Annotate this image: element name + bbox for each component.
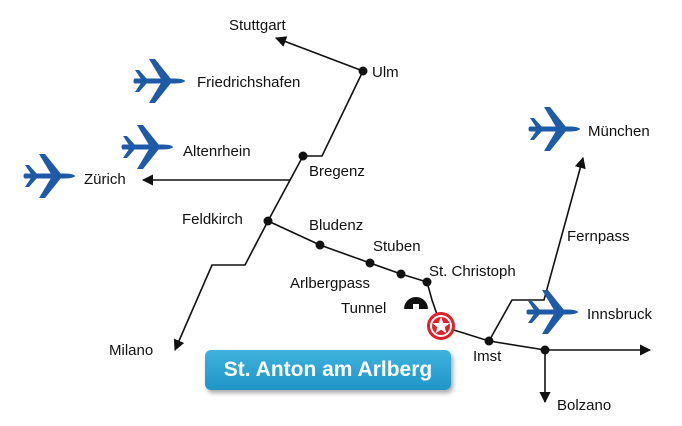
label-fernpass: Fernpass — [567, 228, 630, 245]
star-icon — [427, 312, 455, 340]
label-muenchen: München — [588, 123, 650, 140]
node-ulm — [358, 66, 368, 76]
label-friedrichshafen: Friedrichshafen — [197, 74, 300, 91]
label-zurich: Zürich — [84, 171, 126, 188]
label-tunnel: Tunnel — [341, 300, 386, 317]
node-feldkirch — [263, 216, 273, 226]
label-st-christoph: St. Christoph — [429, 263, 516, 280]
label-bregenz: Bregenz — [309, 163, 365, 180]
road-imst-east — [488, 340, 652, 356]
label-innsbruck: Innsbruck — [587, 306, 653, 323]
road-feldkirch-milano — [173, 220, 269, 352]
node-bregenz — [298, 151, 308, 161]
label-milano: Milano — [109, 342, 153, 359]
node-bludenz — [315, 240, 325, 250]
node-arlbergpass — [396, 269, 406, 279]
road-feldkirch-ulm — [267, 70, 364, 222]
node-junction-east — [540, 345, 550, 355]
node-st-christoph — [422, 277, 432, 287]
airplane-icon — [526, 290, 578, 334]
airplane-icon — [528, 107, 580, 151]
label-bludenz: Bludenz — [309, 217, 363, 234]
road-ulm-stuttgart — [274, 36, 364, 72]
label-arlbergpass: Arlbergpass — [290, 275, 370, 292]
label-ulm: Ulm — [372, 64, 399, 81]
road-imst-fernpass — [488, 156, 586, 342]
label-altenrhein: Altenrhein — [183, 143, 251, 160]
airplane-icon — [121, 125, 173, 169]
label-bolzano: Bolzano — [557, 397, 611, 414]
node-imst — [484, 336, 494, 346]
destination-badge: St. Anton am Arlberg — [205, 350, 451, 390]
label-imst: Imst — [473, 348, 502, 365]
airplane-icon — [23, 154, 75, 198]
tunnel-icon — [404, 297, 428, 309]
label-stuben: Stuben — [373, 238, 421, 255]
label-feldkirch: Feldkirch — [182, 211, 243, 228]
airplane-icon — [133, 59, 185, 103]
towns — [263, 66, 550, 355]
labels: Stuttgart Ulm Friedrichshafen Altenrhein… — [84, 17, 653, 414]
node-stuben — [365, 258, 375, 268]
label-stuttgart: Stuttgart — [229, 17, 287, 34]
